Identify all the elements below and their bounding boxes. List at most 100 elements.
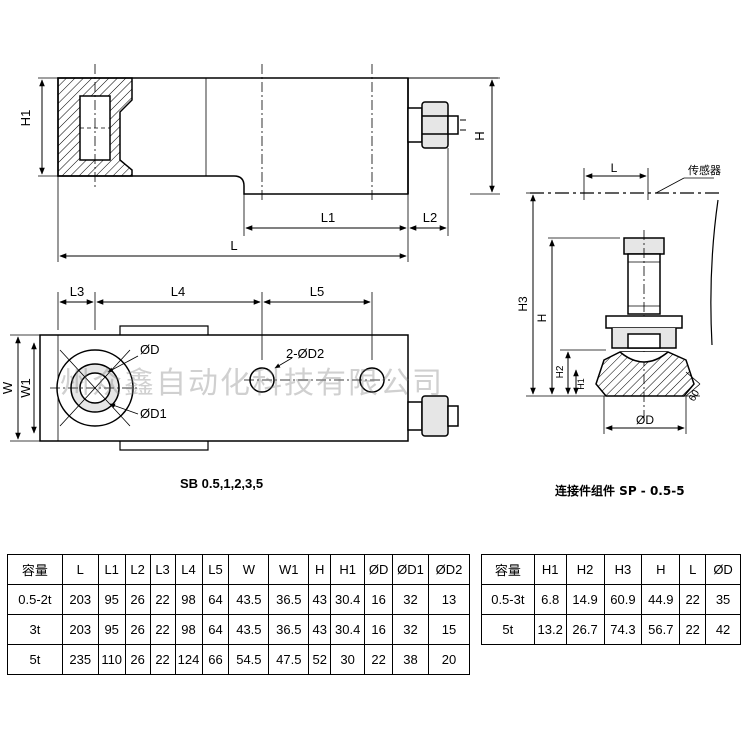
sb-table-cell: 20 bbox=[428, 644, 470, 675]
sb-table-header-cell: L4 bbox=[174, 554, 203, 585]
sb-table-cell: 15 bbox=[428, 614, 470, 645]
label-top-OD1: ØD1 bbox=[140, 406, 167, 421]
top-view bbox=[10, 292, 459, 451]
sb-table-cell: 110 bbox=[97, 644, 126, 675]
sb-table-header-cell: 容量 bbox=[7, 554, 63, 585]
label-sp-OD: ØD bbox=[636, 413, 654, 427]
label-top-W: W bbox=[0, 381, 15, 394]
side-view bbox=[38, 64, 500, 262]
sp-table-header-cell: H1 bbox=[533, 554, 567, 585]
sp-assembly-view bbox=[526, 168, 722, 434]
label-sp-H1: H1 bbox=[576, 378, 586, 390]
sb-table-cell: 26 bbox=[124, 584, 151, 615]
sp-table-cell: 0.5-3t bbox=[481, 584, 535, 615]
sb-table-header-cell: W bbox=[228, 554, 270, 585]
sp-table-cell: 56.7 bbox=[641, 614, 681, 645]
sb-table-cell: 5t bbox=[7, 644, 63, 675]
sp-table-header-cell: L bbox=[679, 554, 707, 585]
sb-table-cell: 98 bbox=[174, 614, 203, 645]
sp-table-cell: 42 bbox=[705, 614, 741, 645]
sb-table-cell: 16 bbox=[364, 584, 394, 615]
sb-table-header-cell: ØD1 bbox=[392, 554, 429, 585]
sp-table-cell: 6.8 bbox=[533, 584, 567, 615]
caption-sp: 连接件组件 SP - 0.5-5 bbox=[555, 484, 685, 498]
sb-table-header-cell: L5 bbox=[201, 554, 230, 585]
label-side-L: L bbox=[230, 238, 237, 253]
sb-table-header-cell: W1 bbox=[268, 554, 310, 585]
sb-table-header-cell: L3 bbox=[149, 554, 176, 585]
sb-table-cell: 36.5 bbox=[268, 614, 310, 645]
label-sp-H2: H2 bbox=[555, 365, 566, 378]
sp-table-header-cell: ØD bbox=[705, 554, 741, 585]
sb-table-cell: 32 bbox=[392, 614, 429, 645]
sb-table-cell: 22 bbox=[364, 644, 394, 675]
sb-table-cell: 43.5 bbox=[228, 584, 270, 615]
sp-table-cell: 13.2 bbox=[533, 614, 567, 645]
label-side-H: H bbox=[472, 131, 487, 140]
sp-table-cell: 26.7 bbox=[565, 614, 605, 645]
sb-table-cell: 0.5-2t bbox=[7, 584, 63, 615]
label-top-2OD2: 2-ØD2 bbox=[286, 346, 324, 361]
sb-table-header-cell: H1 bbox=[330, 554, 366, 585]
sb-table-cell: 95 bbox=[97, 584, 126, 615]
sb-table-cell: 36.5 bbox=[268, 584, 310, 615]
sb-table-header-cell: ØD2 bbox=[428, 554, 470, 585]
label-sp-sensor: 传感器 bbox=[688, 164, 721, 177]
sp-table-cell: 5t bbox=[481, 614, 535, 645]
caption-sb: SB 0.5,1,2,3,5 bbox=[180, 476, 264, 491]
sb-table-cell: 13 bbox=[428, 584, 470, 615]
technical-drawing: H1 H L1 L2 L bbox=[0, 64, 722, 451]
label-sp-H: H bbox=[535, 314, 549, 323]
sb-table-cell: 235 bbox=[61, 644, 99, 675]
sb-table-header-cell: L1 bbox=[97, 554, 126, 585]
sp-table-header-cell: H bbox=[641, 554, 681, 585]
sb-table-cell: 203 bbox=[61, 584, 99, 615]
sb-table-header-cell: L bbox=[61, 554, 99, 585]
sp-table-cell: 35 bbox=[705, 584, 741, 615]
label-sp-H3: H3 bbox=[516, 296, 530, 312]
sb-table-cell: 43 bbox=[308, 584, 332, 615]
sp-table-cell: 60.9 bbox=[603, 584, 643, 615]
sb-table-cell: 203 bbox=[61, 614, 99, 645]
sb-table-cell: 30 bbox=[330, 644, 366, 675]
sb-table-header-cell: L2 bbox=[124, 554, 151, 585]
sb-table-cell: 30.4 bbox=[330, 614, 366, 645]
sb-table-cell: 38 bbox=[392, 644, 429, 675]
sb-table-cell: 26 bbox=[124, 644, 151, 675]
label-sp-L: L bbox=[611, 161, 618, 175]
label-side-H1: H1 bbox=[18, 110, 33, 127]
label-side-L2: L2 bbox=[423, 210, 437, 225]
sb-table-cell: 3t bbox=[7, 614, 63, 645]
sb-table-cell: 54.5 bbox=[228, 644, 270, 675]
sp-table-cell: 74.3 bbox=[603, 614, 643, 645]
label-side-L1: L1 bbox=[321, 210, 335, 225]
sp-table-cell: 22 bbox=[679, 584, 707, 615]
sp-table-header-cell: 容量 bbox=[481, 554, 535, 585]
label-top-W1: W1 bbox=[18, 378, 33, 398]
sb-table-cell: 22 bbox=[149, 584, 176, 615]
label-top-L5: L5 bbox=[310, 284, 324, 299]
sb-table-header-cell: ØD bbox=[364, 554, 394, 585]
label-top-L3: L3 bbox=[70, 284, 84, 299]
sb-table-cell: 26 bbox=[124, 614, 151, 645]
sb-table-cell: 16 bbox=[364, 614, 394, 645]
sb-table-cell: 47.5 bbox=[268, 644, 310, 675]
side-view-labels: H1 H L1 L2 L bbox=[18, 110, 487, 253]
sb-table-cell: 43 bbox=[308, 614, 332, 645]
sb-table-cell: 98 bbox=[174, 584, 203, 615]
sb-table-cell: 22 bbox=[149, 644, 176, 675]
label-sp-angle: 60 bbox=[687, 388, 702, 404]
sp-table-header-cell: H3 bbox=[603, 554, 643, 585]
label-top-OD: ØD bbox=[140, 342, 160, 357]
